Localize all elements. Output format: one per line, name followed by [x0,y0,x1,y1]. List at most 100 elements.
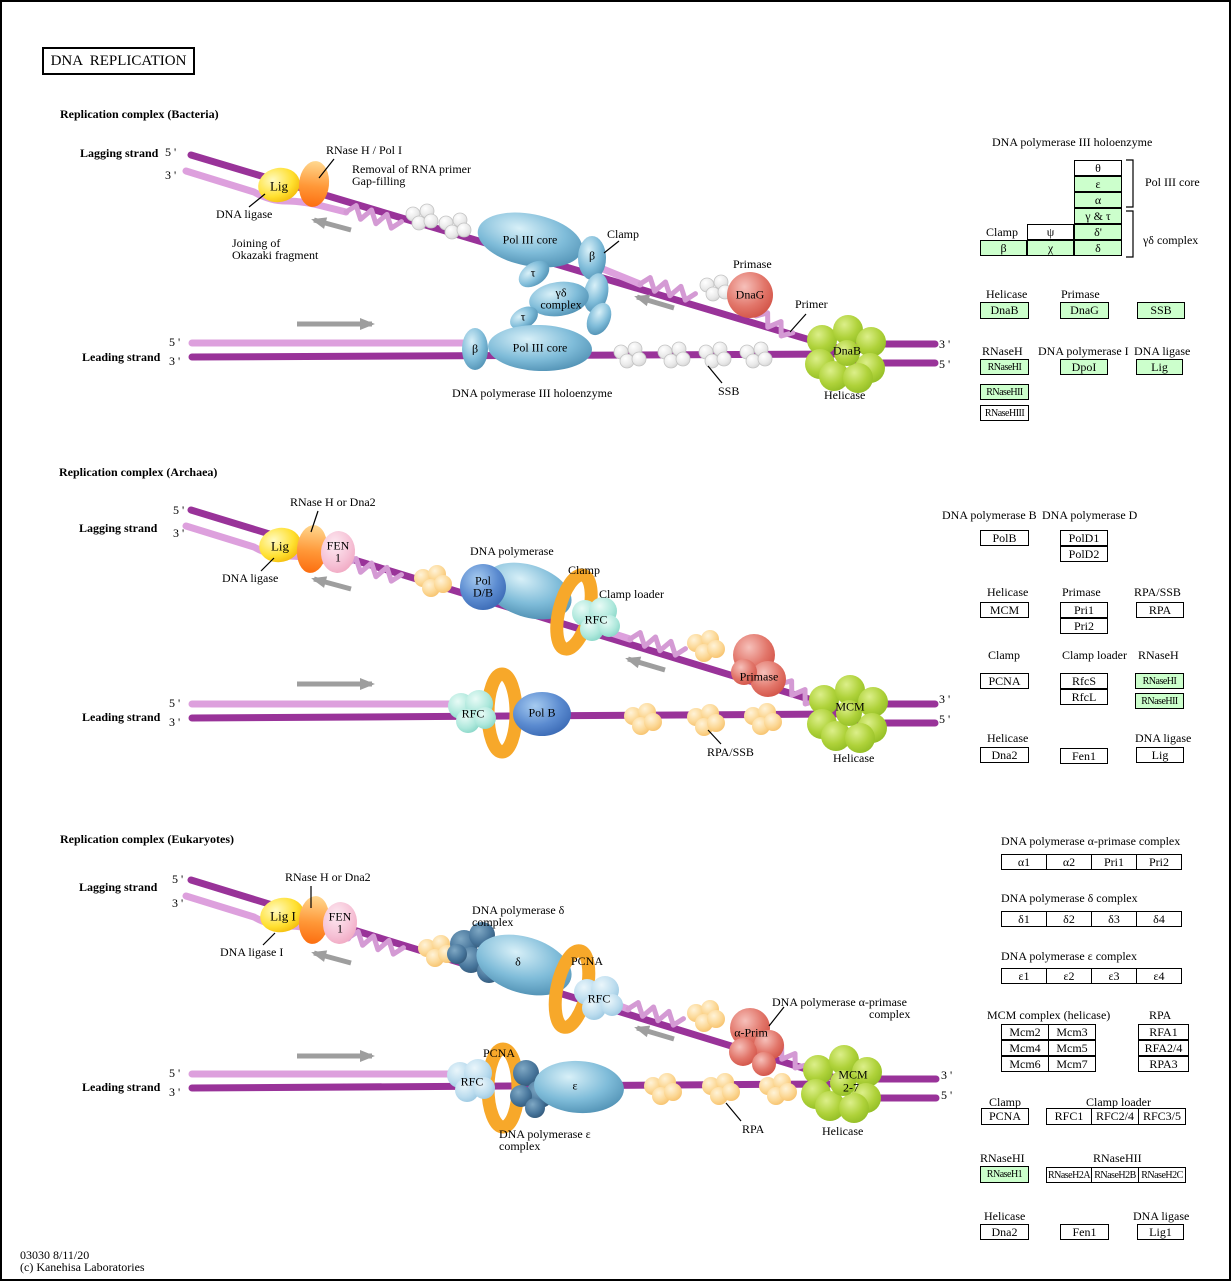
gene-box-dna2[interactable]: Dna2 [980,1224,1029,1240]
gene-box-a1[interactable]: α1 [1001,854,1047,870]
rna-primer-squiggle [343,203,404,231]
gamma-delta-complex-word: complex [540,297,582,312]
gene-box-ssb[interactable]: SSB [1137,302,1185,319]
gene-box-rfc1[interactable]: RFC1 [1046,1108,1092,1125]
dnag-label: DnaG [735,287,765,302]
gene-box-mcm6[interactable]: Mcm6 [1001,1056,1049,1072]
gene-box-dna2[interactable]: Dna2 [980,747,1029,763]
gene-box-dpoi[interactable]: DpoI [1060,359,1108,375]
pol-delta-complex-blob [447,922,572,996]
gene-box-lig[interactable]: Lig [1136,747,1184,763]
gene-box-e3[interactable]: ε3 [1091,968,1137,984]
gene-box-e1[interactable]: ε1 [1001,968,1047,984]
gene-box-rnasehii[interactable]: RNaseHII [1135,693,1184,709]
gene-box-theta[interactable]: θ [1074,160,1122,176]
map-id: 03030 8/11/20 [20,1248,90,1262]
gene-box-rfc35[interactable]: RFC3/5 [1138,1108,1186,1125]
gene-box-gamma-tau[interactable]: γ & τ [1074,208,1122,224]
pol-alpha-primase-label-line2: complex [869,1007,911,1021]
gene-box-rpa3[interactable]: RPA3 [1138,1056,1189,1072]
rna-primer-squiggle [625,1000,686,1028]
gene-box-dnab[interactable]: DnaB [980,302,1029,319]
dna-ligase-blob [258,167,300,203]
rpa-clusters-eukaryote [418,935,797,1105]
gene-box-chi[interactable]: χ [1027,240,1074,256]
gene-box-pcna[interactable]: PCNA [980,673,1029,689]
gene-box-epsilon[interactable]: ε [1074,176,1122,192]
pol3-core-bracket-label: Pol III core [1145,175,1200,189]
gene-box-mcm4[interactable]: Mcm4 [1001,1040,1049,1056]
three-prime-label: 3 ' [169,354,181,368]
gene-box-psi[interactable]: ψ [1027,224,1074,240]
pol3-holoenzyme-blobs [462,212,612,372]
gene-box-lig[interactable]: Lig [1136,359,1183,375]
gene-box-mcm7[interactable]: Mcm7 [1048,1056,1096,1072]
clamp-header: Clamp [988,648,1020,662]
gene-box-pri2[interactable]: Pri2 [1060,618,1108,634]
pol-delta-header: DNA polymerase δ complex [1001,891,1138,905]
gene-box-alpha[interactable]: α [1074,192,1122,208]
section-heading-bacteria: Replication complex (Bacteria) [60,107,219,121]
gene-box-d4[interactable]: δ4 [1136,911,1182,927]
gene-box-dnag[interactable]: DnaG [1060,302,1109,319]
gene-box-polb[interactable]: PolB [980,530,1029,546]
gene-box-rnaseh2c[interactable]: RNaseH2C [1138,1167,1186,1183]
pol-delta-complex-label: DNA polymerase δ [472,903,565,917]
rfc-clamp-loader-blob [574,976,623,1020]
gene-box-e2[interactable]: ε2 [1046,968,1092,984]
gene-box-d2[interactable]: δ2 [1046,911,1092,927]
gamma-delta-label: γδ [555,285,567,300]
gene-box-mcm[interactable]: MCM [980,602,1029,618]
gene-box-pri1[interactable]: Pri1 [1060,602,1108,618]
gene-box-fen1[interactable]: Fen1 [1060,748,1108,764]
three-prime-label: 3 ' [939,692,951,706]
three-prime-label: 3 ' [939,337,951,351]
pol3-core-label: Pol III core [512,340,568,355]
gene-box-lig1[interactable]: Lig1 [1137,1224,1184,1240]
gene-box-delta[interactable]: δ [1074,240,1122,256]
gene-box-rfa1[interactable]: RFA1 [1138,1024,1189,1040]
gene-box-pold1[interactable]: PolD1 [1060,530,1108,546]
gene-box-beta[interactable]: β [980,240,1027,256]
clamp-label: Clamp [568,563,600,577]
gene-box-mcm5[interactable]: Mcm5 [1048,1040,1096,1056]
gene-box-rnasehi[interactable]: RNaseHI [980,359,1029,375]
primase-header: Primase [1062,585,1101,599]
gene-box-e4[interactable]: ε4 [1136,968,1182,984]
gene-box-rnaseh2b[interactable]: RNaseH2B [1091,1167,1139,1183]
gene-box-delta-prime[interactable]: δ' [1074,224,1122,240]
leading-strand-label: Leading strand [82,350,161,364]
rna-primer-squiggle [777,678,820,707]
pol-epsilon-complex-label: DNA polymerase ε [499,1127,591,1141]
gene-box-rnasehii[interactable]: RNaseHII [980,384,1029,400]
gene-box-rnaseh2a[interactable]: RNaseH2A [1046,1167,1092,1183]
gene-box-mcm2[interactable]: Mcm2 [1001,1024,1049,1040]
fen1-label: FEN [326,538,350,553]
gene-box-pri1[interactable]: Pri1 [1091,854,1137,870]
primase-label: Primase [739,669,779,684]
gene-box-rfcl[interactable]: RfcL [1060,689,1108,705]
gene-box-rnasehi[interactable]: RNaseHI [1135,673,1184,689]
gene-box-pold2[interactable]: PolD2 [1060,546,1108,562]
gene-box-rnasehiii[interactable]: RNaseHIII [980,405,1029,421]
rna-primer-squiggle [343,556,404,584]
replication-direction-arrows [297,217,675,1062]
leading-strand-label: Leading strand [82,1080,161,1094]
gene-box-fen1[interactable]: Fen1 [1060,1224,1109,1240]
gene-box-d3[interactable]: δ3 [1091,911,1137,927]
gene-box-rnaseh1[interactable]: RNaseH1 [980,1166,1029,1183]
gene-box-rfcs[interactable]: RfcS [1060,673,1108,689]
gene-box-rfc24[interactable]: RFC2/4 [1091,1108,1139,1125]
gene-box-rfa24[interactable]: RFA2/4 [1138,1040,1189,1056]
gene-box-a2[interactable]: α2 [1046,854,1092,870]
gene-box-d1[interactable]: δ1 [1001,911,1047,927]
gene-box-rpa[interactable]: RPA [1136,602,1184,618]
pol-epsilon-header: DNA polymerase ε complex [1001,949,1138,963]
gene-box-pri2[interactable]: Pri2 [1136,854,1182,870]
gene-box-mcm3[interactable]: Mcm3 [1048,1024,1096,1040]
gd-complex-bracket-label: γδ complex [1143,233,1199,247]
pathway-title-box[interactable]: DNA REPLICATION [42,47,195,75]
gene-box-pcna[interactable]: PCNA [981,1108,1029,1125]
clamp-header: Clamp [989,1095,1021,1109]
